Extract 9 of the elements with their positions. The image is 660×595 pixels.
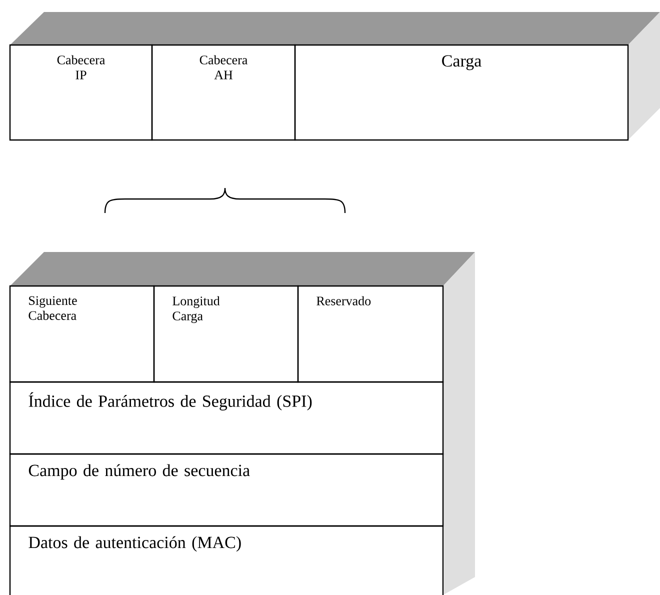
field-cell: Longitud Carga bbox=[153, 285, 299, 383]
field-cell: Campo de número de secuencia bbox=[9, 453, 444, 527]
field-cell: Carga bbox=[294, 44, 629, 141]
field-cell: Cabecera AH bbox=[151, 44, 296, 141]
field-cell: Índice de Parámetros de Seguridad (SPI) bbox=[9, 381, 444, 455]
field-cell: Siguiente Cabecera bbox=[9, 285, 155, 383]
field-cell: Datos de autenticación (MAC) bbox=[9, 525, 444, 595]
field-cell: Reservado bbox=[297, 285, 444, 383]
field-cell: Cabecera IP bbox=[9, 44, 153, 141]
